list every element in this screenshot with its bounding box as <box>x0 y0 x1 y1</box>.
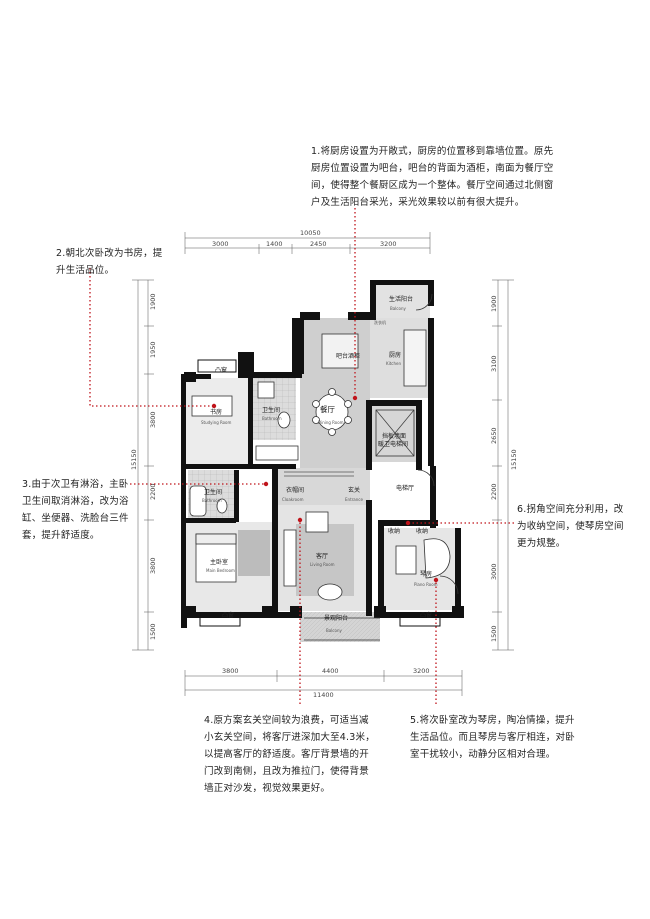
room-study-en: Studying Room <box>201 420 232 425</box>
leader-lines <box>89 208 514 704</box>
room-balcony-life-en: Balcony <box>390 306 406 311</box>
room-elevator: 挡板墙面 <box>382 432 406 440</box>
note-6-line-3: 更为规整。 <box>517 538 566 549</box>
room-master: 主卧室 <box>210 558 228 566</box>
note-2-line-2: 升生活品位。 <box>56 265 115 276</box>
room-balcony-view-en: Balcony <box>326 628 342 633</box>
note-5-line-3: 室干扰较小，动静分区相对合理。 <box>410 749 556 760</box>
note-1-line-2: 厨房位置设置为吧台，吧台的背面为酒柜，南面为餐厅空 <box>311 163 554 174</box>
note-4-line-2: 小玄关空间，将客厅进深加大至4.3米， <box>204 732 375 743</box>
room-bath2: 卫生间 <box>262 406 280 414</box>
room-entrance-en: Entrance <box>345 497 363 502</box>
note-1-line-4: 户及生活阳台采光，采光效果较以前有很大提升。 <box>311 197 525 208</box>
dim-left-2: 1950 <box>149 341 157 358</box>
dim-left-4: 2200 <box>149 483 157 500</box>
room-balcony-view: 景观阳台 <box>324 614 348 622</box>
dim-bottom-1: 3800 <box>222 667 239 675</box>
label-storage: 收纳 <box>388 527 400 535</box>
window-south-1: 凸窗 <box>222 611 234 619</box>
dim-top-total: 10050 <box>300 229 321 237</box>
note-1-line-1: 1.将厨房设置为开敞式，厨房的位置移到靠墙位置。原先 <box>311 146 554 157</box>
room-entrance: 玄关 <box>348 486 360 494</box>
dim-left-total: 15150 <box>130 449 138 470</box>
dim-bottom-2: 4400 <box>322 667 339 675</box>
dim-bottom-total: 11400 <box>313 691 334 699</box>
room-piano-en: Piano Room <box>414 582 438 587</box>
note-3-line-1: 3.由于次卫有淋浴，主卧 <box>22 479 129 490</box>
room-study: 书房 <box>210 408 222 416</box>
note-6-line-1: 6.拐角空间充分利用，改 <box>517 504 624 515</box>
room-piano: 琴房 <box>420 570 432 578</box>
note-3-line-4: 套，提升舒适度。 <box>22 530 100 541</box>
room-cloak: 衣帽间 <box>286 486 304 494</box>
note-4-line-4: 门改到南侧，且改为推拉门，使得背景 <box>204 766 369 777</box>
note-1-line-3: 间，使得整个餐厨区成为一个整体。餐厅空间通过北侧窗 <box>311 180 554 191</box>
note-4-line-1: 4.原方案玄关空间较为浪费，可适当减 <box>204 715 369 726</box>
room-kitchen: 厨房 <box>389 351 401 359</box>
room-living: 客厅 <box>316 552 328 560</box>
window-north-1: 凸窗 <box>215 366 227 374</box>
dim-bottom-3: 3200 <box>413 667 430 675</box>
dim-right-total: 15150 <box>510 449 518 470</box>
note-2: 2.朝北次卧改为书房，提 升生活品位。 <box>56 245 162 279</box>
room-dining-en: Dining Room <box>318 420 344 425</box>
label-closet2: 收纳 <box>416 527 428 535</box>
top-dimensions <box>184 232 431 254</box>
room-kitchen-en: Kitchen <box>386 361 401 366</box>
room-dining: 餐厅 <box>320 405 335 414</box>
dim-right-2: 3100 <box>490 355 498 372</box>
room-cloak-en: Cloakroom <box>282 497 304 502</box>
room-elec-well: 电梯厅 <box>396 484 414 492</box>
note-3: 3.由于次卫有淋浴，主卧 卫生间取消淋浴，改为浴 缸、坐便器、洗脸台三件 套，提… <box>22 476 129 544</box>
note-3-line-3: 缸、坐便器、洗脸台三件 <box>22 513 129 524</box>
room-bath1: 卫生间 <box>204 488 222 496</box>
dim-right-6: 1500 <box>490 625 498 642</box>
note-1: 1.将厨房设置为开敞式，厨房的位置移到靠墙位置。原先 厨房位置设置为吧台，吧台的… <box>311 143 554 211</box>
room-master-en: Main Bedroom <box>206 568 235 573</box>
dim-left-1: 1900 <box>149 293 157 310</box>
note-2-line-1: 2.朝北次卧改为书房，提 <box>56 248 163 259</box>
label-laundry: 洗衣机 <box>374 319 386 325</box>
furniture <box>189 293 459 641</box>
dim-left-6: 1500 <box>149 623 157 640</box>
note-4: 4.原方案玄关空间较为浪费，可适当减 小玄关空间，将客厅进深加大至4.3米， 以… <box>204 712 375 797</box>
dim-right-4: 2200 <box>490 483 498 500</box>
room-elevator-2: 暖卫电梯间 <box>378 440 408 448</box>
note-5-line-2: 生活品位。而且琴房与客厅相连，对卧 <box>410 732 575 743</box>
dim-left-5: 3800 <box>149 557 157 574</box>
note-6: 6.拐角空间充分利用，改 为收纳空间，使琴房空间 更为规整。 <box>517 501 624 552</box>
note-4-line-3: 以提高客厅的舒适度。客厅背景墙的开 <box>204 749 369 760</box>
note-5-line-1: 5.将次卧室改为琴房，陶冶情操，提升 <box>410 715 575 726</box>
dim-right-1: 1900 <box>490 295 498 312</box>
dim-top-2: 1400 <box>266 240 283 248</box>
left-dimensions <box>132 279 154 651</box>
dim-right-3: 2650 <box>490 427 498 444</box>
room-bath2-en: Bathroom <box>262 416 282 421</box>
room-bath1-en: Bathroom <box>202 498 222 503</box>
dim-top-4: 3200 <box>380 240 397 248</box>
room-balcony-life: 生活阳台 <box>389 295 413 303</box>
right-dimensions <box>492 279 514 651</box>
note-3-line-2: 卫生间取消淋浴，改为浴 <box>22 496 129 507</box>
dim-right-5: 3000 <box>490 563 498 580</box>
bottom-dimensions <box>184 670 463 696</box>
dim-top-3: 2450 <box>310 240 327 248</box>
dim-left-3: 3800 <box>149 411 157 428</box>
window-south-2: 凸窗 <box>420 611 432 619</box>
room-living-en: Living Room <box>310 562 335 567</box>
leader-dots <box>211 395 439 583</box>
note-5: 5.将次卧室改为琴房，陶冶情操，提升 生活品位。而且琴房与客厅相连，对卧 室干扰… <box>410 712 575 763</box>
dim-top-1: 3000 <box>212 240 229 248</box>
room-bar: 吧台酒柜 <box>336 352 360 360</box>
note-6-line-2: 为收纳空间，使琴房空间 <box>517 521 624 532</box>
note-4-line-5: 墙正对沙发，视觉效果更好。 <box>204 783 331 794</box>
